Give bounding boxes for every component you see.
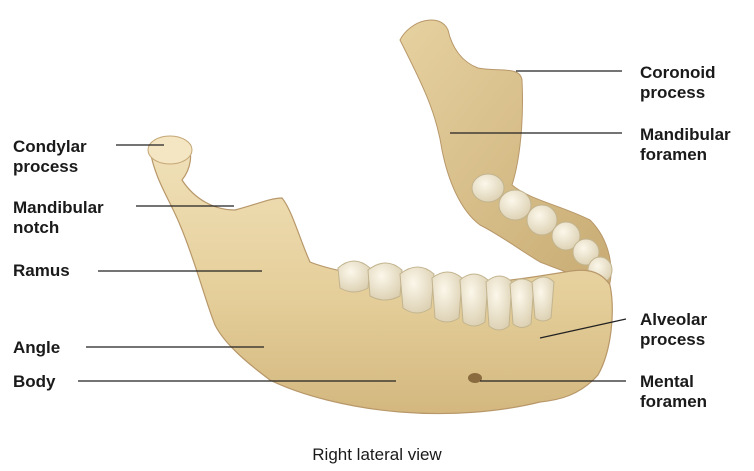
label-body: Body <box>13 372 56 392</box>
label-condylar-line2: process <box>13 157 87 177</box>
label-angle-line1: Angle <box>13 338 60 358</box>
condyle <box>148 136 192 164</box>
label-coronoid-line2: process <box>640 83 716 103</box>
label-mental-foramen: Mental foramen <box>640 372 707 412</box>
label-alveolar-line2: process <box>640 330 707 350</box>
label-body-line1: Body <box>13 372 56 392</box>
label-mandibular-notch-line2: notch <box>13 218 104 238</box>
label-coronoid-line1: Coronoid <box>640 63 716 83</box>
label-alveolar-line1: Alveolar <box>640 310 707 330</box>
label-mandibular-notch-line1: Mandibular <box>13 198 104 218</box>
label-ramus: Ramus <box>13 261 70 281</box>
label-mandibular-foramen-line1: Mandibular <box>640 125 731 145</box>
label-condylar-process: Condylar process <box>13 137 87 177</box>
view-caption: Right lateral view <box>0 445 754 465</box>
label-mental-foramen-line1: Mental <box>640 372 707 392</box>
label-condylar-line1: Condylar <box>13 137 87 157</box>
label-angle: Angle <box>13 338 60 358</box>
label-mental-foramen-line2: foramen <box>640 392 707 412</box>
label-mandibular-foramen: Mandibular foramen <box>640 125 731 165</box>
label-alveolar-process: Alveolar process <box>640 310 707 350</box>
label-mandibular-notch: Mandibular notch <box>13 198 104 238</box>
label-mandibular-foramen-line2: foramen <box>640 145 731 165</box>
mental-foramen-hole <box>468 373 482 383</box>
label-coronoid-process: Coronoid process <box>640 63 716 103</box>
label-ramus-line1: Ramus <box>13 261 70 281</box>
